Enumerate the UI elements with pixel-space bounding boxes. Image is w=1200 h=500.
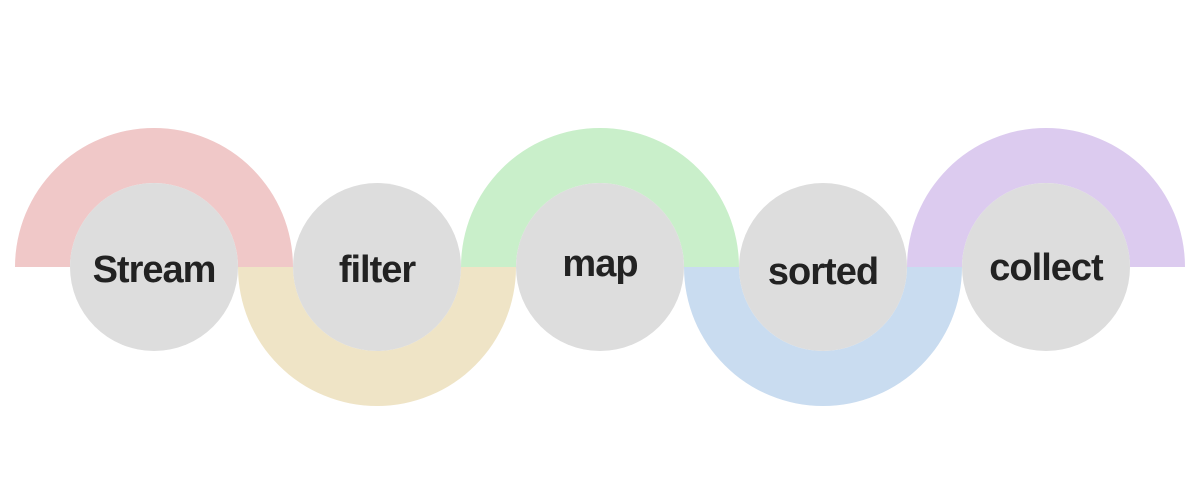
stage-node-stream <box>70 183 238 351</box>
stage-label-map: map <box>562 243 637 285</box>
stage-label-collect: collect <box>989 247 1104 289</box>
stage-node-sorted <box>739 183 907 351</box>
arc-band-stream <box>15 128 293 267</box>
arc-band-collect <box>907 128 1185 267</box>
stage-label-sorted: sorted <box>768 251 878 293</box>
stage-node-map <box>516 183 684 351</box>
arc-bands <box>15 128 1185 406</box>
arc-band-filter <box>238 267 516 406</box>
stage-node-filter <box>293 183 461 351</box>
stage-label-stream: Stream <box>93 249 216 291</box>
stage-label-filter: filter <box>339 249 417 291</box>
arc-band-map <box>461 128 739 267</box>
stage-node-collect <box>962 183 1130 351</box>
stage-labels: Stream filter map sorted collect <box>93 243 1105 293</box>
stage-nodes <box>70 183 1130 351</box>
arc-band-sorted <box>684 267 962 406</box>
